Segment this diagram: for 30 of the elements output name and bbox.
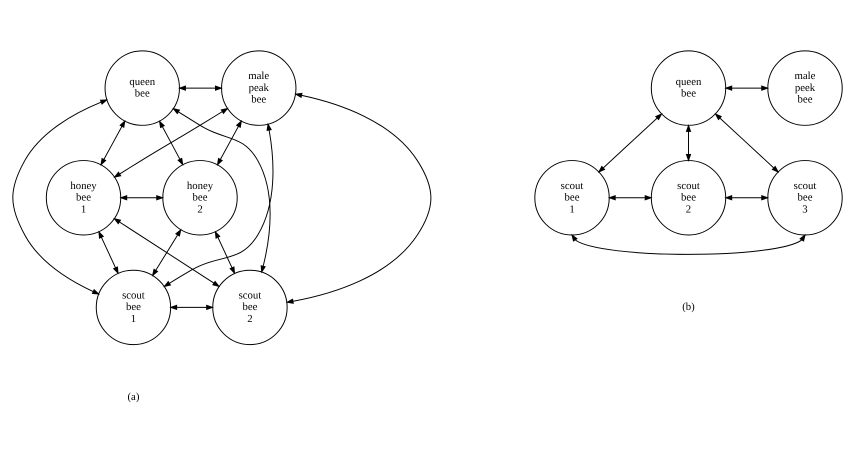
- arrow: [113, 108, 229, 178]
- arrow: [172, 108, 271, 274]
- node-circle: scout bee 1: [534, 160, 610, 236]
- node-circle: scout bee 3: [767, 160, 843, 236]
- arrow: [100, 120, 126, 166]
- node-circle: male peek bee: [767, 50, 843, 126]
- node-circle: scout bee 2: [650, 160, 726, 236]
- arrow: [12, 99, 108, 295]
- label: (a): [127, 391, 140, 404]
- arrow: [216, 120, 242, 166]
- arrow: [163, 122, 274, 288]
- arrow: [113, 218, 220, 288]
- node-circle: queen bee: [650, 50, 726, 126]
- arrow: [686, 124, 692, 162]
- arrow: [598, 113, 663, 173]
- arrow: [714, 113, 780, 173]
- arrow: [152, 228, 182, 277]
- arrow: [286, 92, 432, 304]
- arrow: [178, 85, 223, 91]
- arrow: [214, 230, 236, 274]
- arrow: [571, 234, 806, 255]
- node-circle: honey bee 2: [162, 160, 238, 236]
- arrow: [608, 195, 653, 200]
- arrow: [158, 120, 184, 166]
- arrow: [119, 195, 164, 200]
- arrow: [169, 304, 214, 310]
- arrow: [724, 195, 770, 200]
- label: (b): [682, 301, 695, 314]
- arrow: [98, 230, 119, 274]
- arrow: [724, 85, 770, 91]
